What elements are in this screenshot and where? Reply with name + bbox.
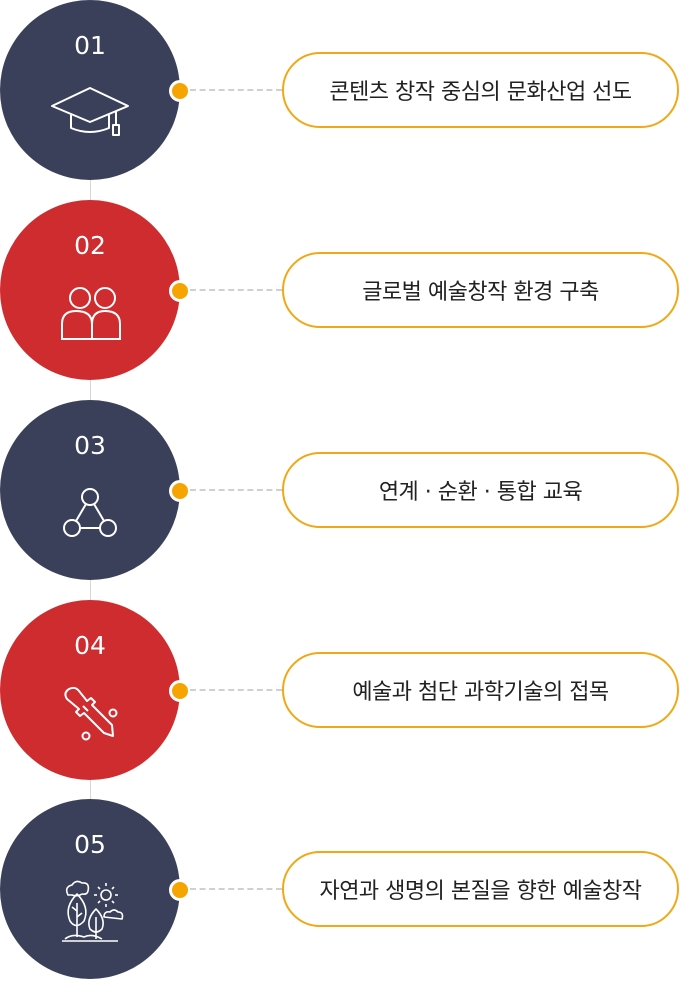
pill-label: 콘텐츠 창작 중심의 문화산업 선도 [329,80,632,105]
timeline-item-01: 01 콘텐츠 창작 중심의 문화산업 선도 [0,0,680,180]
item-number: 04 [74,631,106,660]
timeline-item-04: 04 예술과 첨단 과학기술의 접목 [0,600,680,780]
number-circle: 02 [0,200,180,380]
number-circle: 01 [0,0,180,180]
network-triangle-icon [50,478,130,548]
graduation-cap-icon [50,78,130,148]
item-number: 01 [74,31,106,60]
number-circle: 04 [0,600,180,780]
label-pill: 콘텐츠 창작 중심의 문화산업 선도 [282,52,679,128]
number-circle: 05 [0,799,180,979]
dropper-icon [50,678,130,748]
connector-dot [169,680,191,702]
pill-label: 자연과 생명의 본질을 향한 예술창작 [319,879,642,904]
connector-dot [169,480,191,502]
connector-dot [169,80,191,102]
pill-label: 예술과 첨단 과학기술의 접목 [352,680,609,705]
number-circle: 03 [0,400,180,580]
label-pill: 자연과 생명의 본질을 향한 예술창작 [282,851,679,927]
label-pill: 예술과 첨단 과학기술의 접목 [282,652,679,728]
timeline-item-03: 03 연계 · 순환 · 통합 교육 [0,400,680,580]
pill-label: 글로벌 예술창작 환경 구축 [362,280,599,305]
connector-dash [190,89,282,91]
two-people-icon [50,278,130,348]
connector-dot [169,879,191,901]
item-number: 05 [74,830,106,859]
nature-trees-sun-icon [50,877,130,947]
pill-label: 연계 · 순환 · 통합 교육 [378,480,583,505]
timeline-item-02: 02 글로벌 예술창작 환경 구축 [0,200,680,380]
label-pill: 연계 · 순환 · 통합 교육 [282,452,679,528]
label-pill: 글로벌 예술창작 환경 구축 [282,252,679,328]
connector-dot [169,280,191,302]
item-number: 03 [74,431,106,460]
connector-dash [190,689,282,691]
connector-dash [190,888,282,890]
timeline-item-05: 05 [0,799,680,979]
connector-dash [190,489,282,491]
connector-dash [190,289,282,291]
item-number: 02 [74,231,106,260]
